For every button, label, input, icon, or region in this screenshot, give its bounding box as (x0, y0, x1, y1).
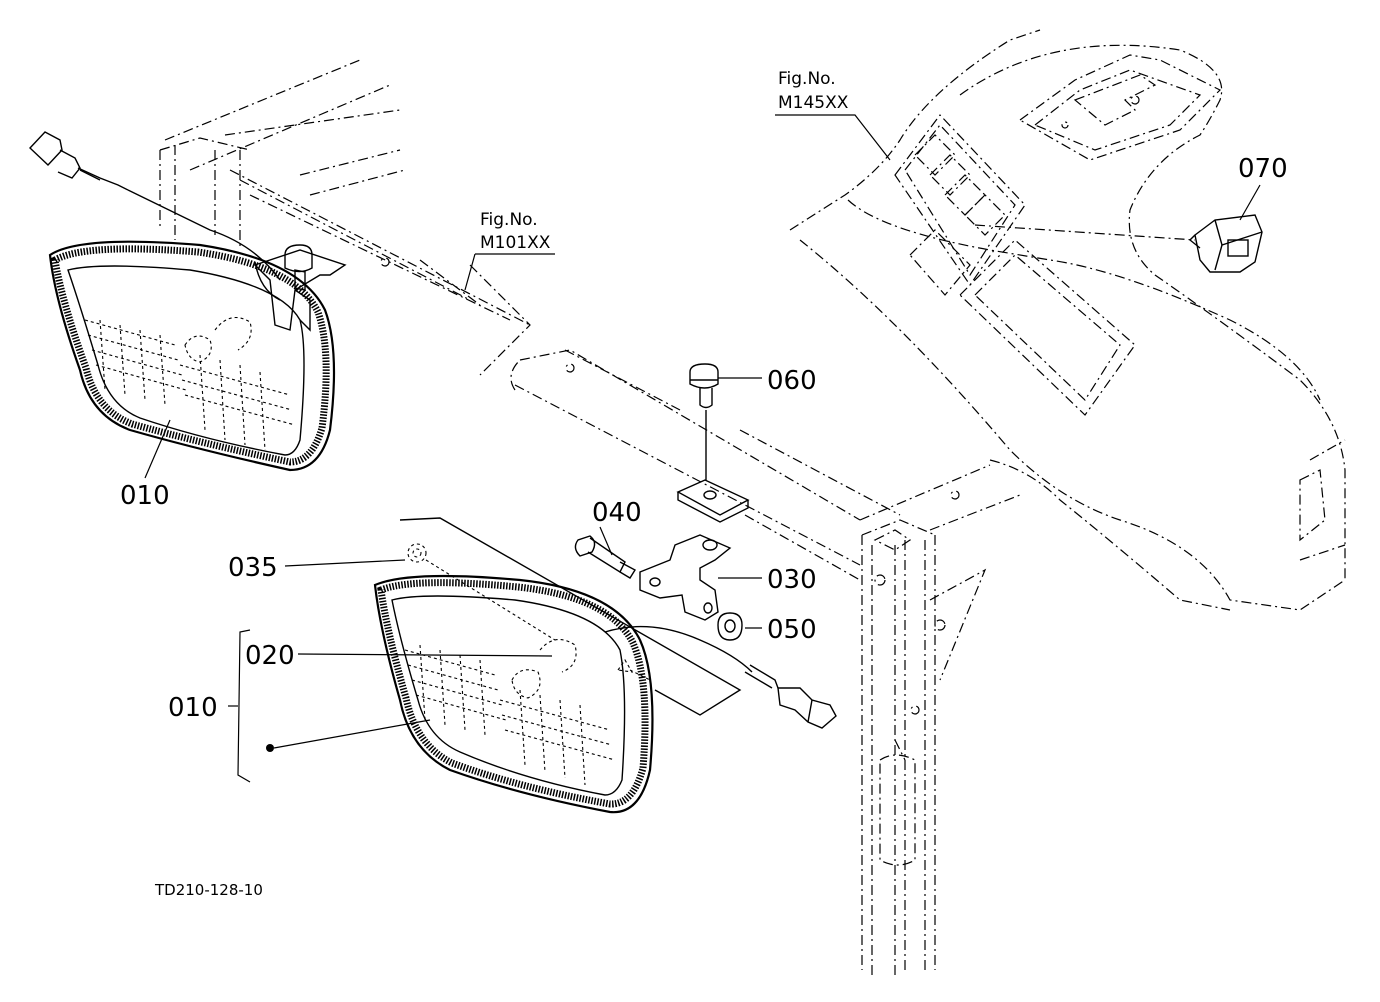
figure-ref-m145: Fig.No. M145XX (778, 69, 849, 113)
callout-020: 020 (245, 641, 295, 671)
fig-ref-code-1: M101XX (480, 233, 551, 253)
callout-010-lower: 010 (168, 693, 218, 723)
dashboard-panel (789, 29, 1346, 611)
callout-060: 060 (767, 366, 817, 396)
fig-ref-code-2: M145XX (778, 93, 849, 113)
lower-cable-connector (604, 625, 837, 729)
part-040-bolt (574, 535, 636, 579)
drawing-code: TD210-128-10 (154, 881, 263, 899)
figure-ref-m101: Fig.No. M101XX (480, 210, 551, 253)
callout-010-upper: 010 (120, 481, 170, 511)
callout-050: 050 (767, 615, 817, 645)
leader-lines (144, 114, 1261, 783)
fig-ref-label-2: Fig.No. (778, 69, 836, 89)
part-050-nut (717, 612, 743, 641)
part-030-bracket (639, 534, 732, 621)
part-010-upper-worklight (29, 131, 347, 472)
part-060-bolt (689, 363, 719, 480)
chassis-frame (159, 59, 1021, 975)
fig-ref-label-1: Fig.No. (480, 210, 538, 230)
part-035-washer (407, 543, 556, 641)
mounting-plate (676, 479, 750, 523)
callout-035: 035 (228, 553, 278, 583)
callout-070: 070 (1238, 154, 1288, 184)
callout-040: 040 (592, 498, 642, 528)
callout-030: 030 (767, 565, 817, 595)
part-010-lower-worklight (266, 517, 742, 814)
part-070-switch (974, 214, 1263, 273)
